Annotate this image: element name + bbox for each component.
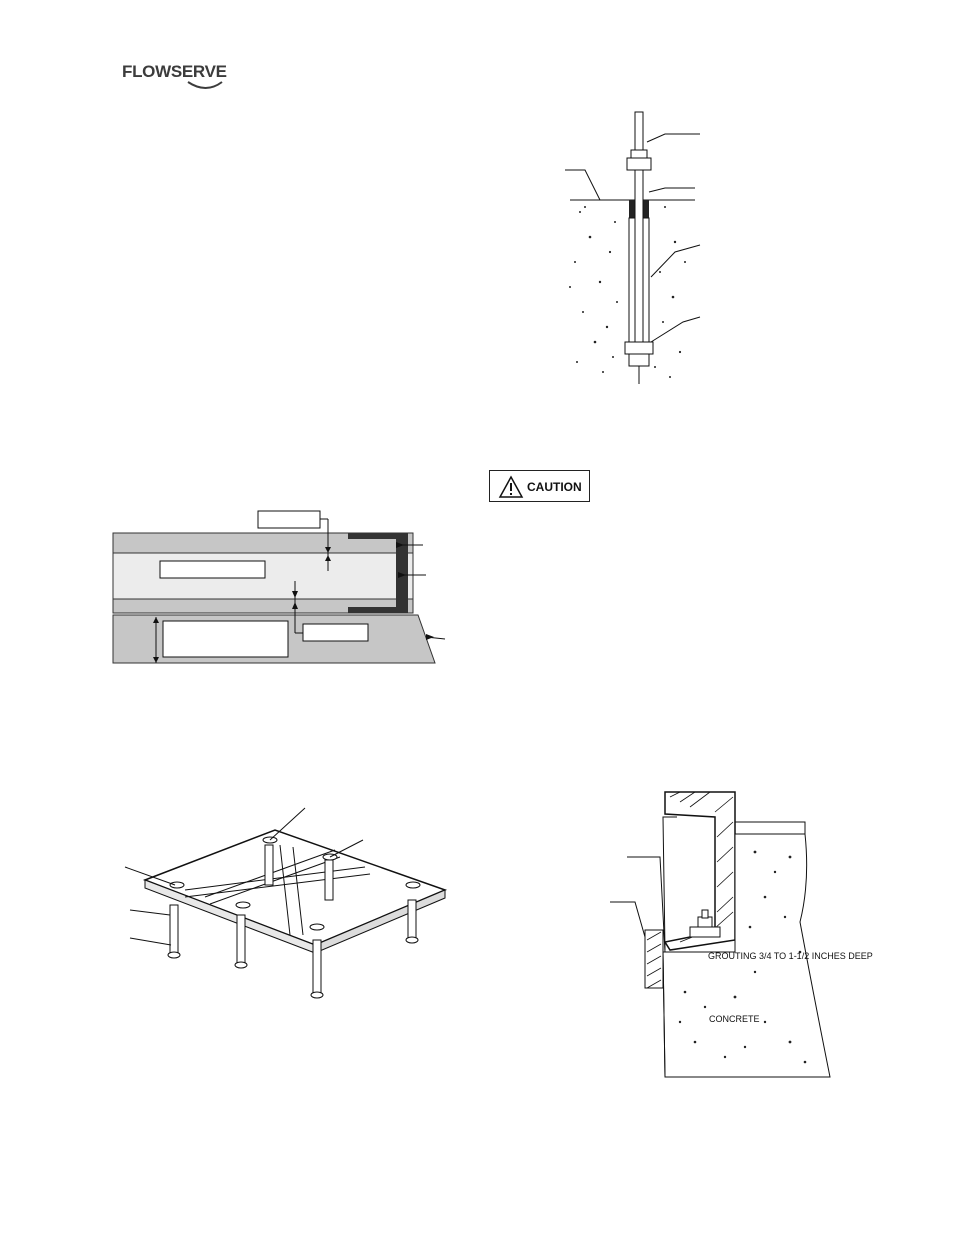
baseplate-isometric-figure xyxy=(124,807,448,999)
logo-swoosh-icon xyxy=(187,81,223,89)
grouting-label: GROUTING 3/4 TO 1-1/2 INCHES DEEP xyxy=(708,951,873,961)
concrete-speckle xyxy=(569,206,686,378)
logo-text: FLOWSERVE xyxy=(122,62,227,81)
grout-detail-figure: GROUTING 3/4 TO 1-1/2 INCHES DEEP CONCRE… xyxy=(610,791,873,1078)
anchor-bolt-figure xyxy=(565,111,701,384)
concrete-label: CONCRETE xyxy=(709,1014,760,1024)
warning-triangle-icon xyxy=(498,475,524,498)
caution-badge: CAUTION xyxy=(489,470,590,502)
flowserve-logo: FLOWSERVE xyxy=(118,56,228,96)
caution-label: CAUTION xyxy=(527,480,582,494)
baseplate-grout-section-figure xyxy=(112,510,446,664)
